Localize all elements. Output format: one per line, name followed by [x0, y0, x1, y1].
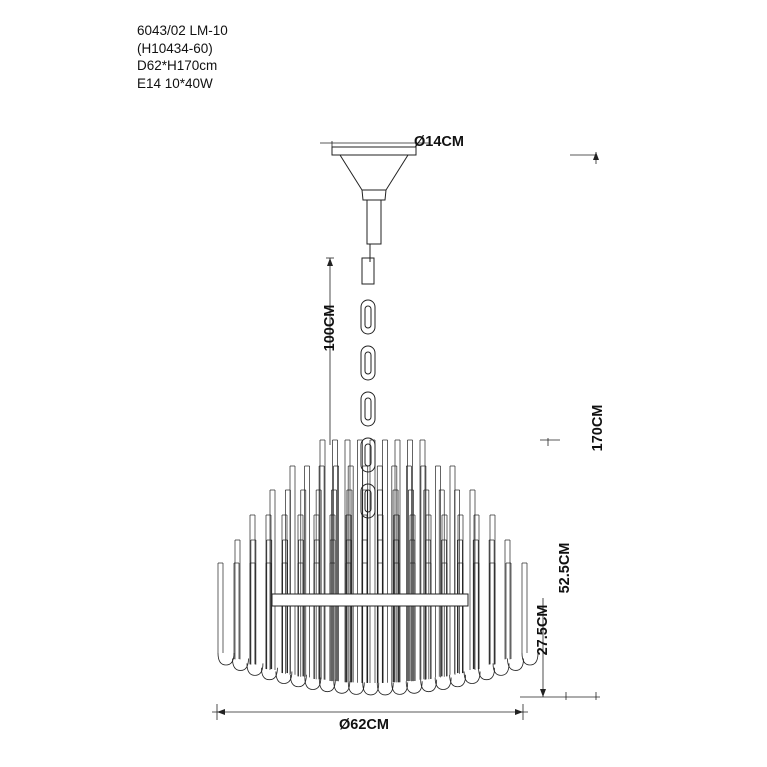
crystal-loop	[318, 679, 336, 693]
crystal-loop	[362, 682, 380, 696]
crystal-loop	[521, 652, 539, 666]
bulb-spec: E14 10*40W	[137, 75, 213, 91]
crystal-loop	[304, 677, 322, 690]
canopy	[331, 146, 417, 201]
crystal-loop	[261, 667, 278, 681]
crystal-loop	[434, 677, 452, 690]
crystal-loop	[217, 652, 235, 666]
spec-block: 6043/02 LM-10 (H10434-60) D62*H170cm E14…	[137, 22, 228, 92]
crystal-loop	[478, 667, 495, 681]
crystal-loop	[333, 681, 351, 694]
crystal-loop	[289, 674, 307, 688]
body-height-label: 52.5CM	[557, 542, 573, 594]
crystal-loop	[246, 663, 264, 676]
chain	[360, 244, 376, 519]
chain-link-inner	[364, 397, 372, 421]
chain-hook	[361, 244, 375, 285]
crystal-loop	[420, 679, 438, 693]
suspension-rod	[366, 199, 382, 245]
crystal-loop	[507, 658, 524, 671]
mounting-ring	[271, 593, 469, 607]
chain-link-inner	[364, 351, 372, 375]
crystal-loop	[449, 674, 467, 688]
crystal-loop	[275, 671, 293, 684]
crystal-loop	[463, 671, 481, 684]
crystal-body	[217, 439, 539, 696]
diameter-label: Ø62CM	[339, 717, 389, 733]
product-code: (H10434-60)	[137, 40, 213, 56]
chain-link-inner	[364, 305, 372, 329]
crystal-loop	[405, 681, 423, 694]
chain-link	[360, 391, 376, 427]
crystal-loop	[347, 682, 365, 695]
total-height-label: 170CM	[590, 404, 606, 452]
model-number: 6043/02 LM-10	[137, 23, 228, 38]
lower-height-label: 27.5CM	[535, 604, 551, 656]
chain-length-label: 100CM	[322, 304, 338, 352]
crystal-loop	[391, 682, 409, 695]
size-spec: D62*H170cm	[137, 58, 218, 73]
crystal-loop	[492, 663, 510, 676]
chain-link	[360, 345, 376, 381]
crystal-loop	[232, 658, 249, 671]
crystal-loop	[376, 682, 394, 696]
chain-link	[360, 299, 376, 335]
canopy-diameter-label: Ø14CM	[414, 134, 464, 150]
